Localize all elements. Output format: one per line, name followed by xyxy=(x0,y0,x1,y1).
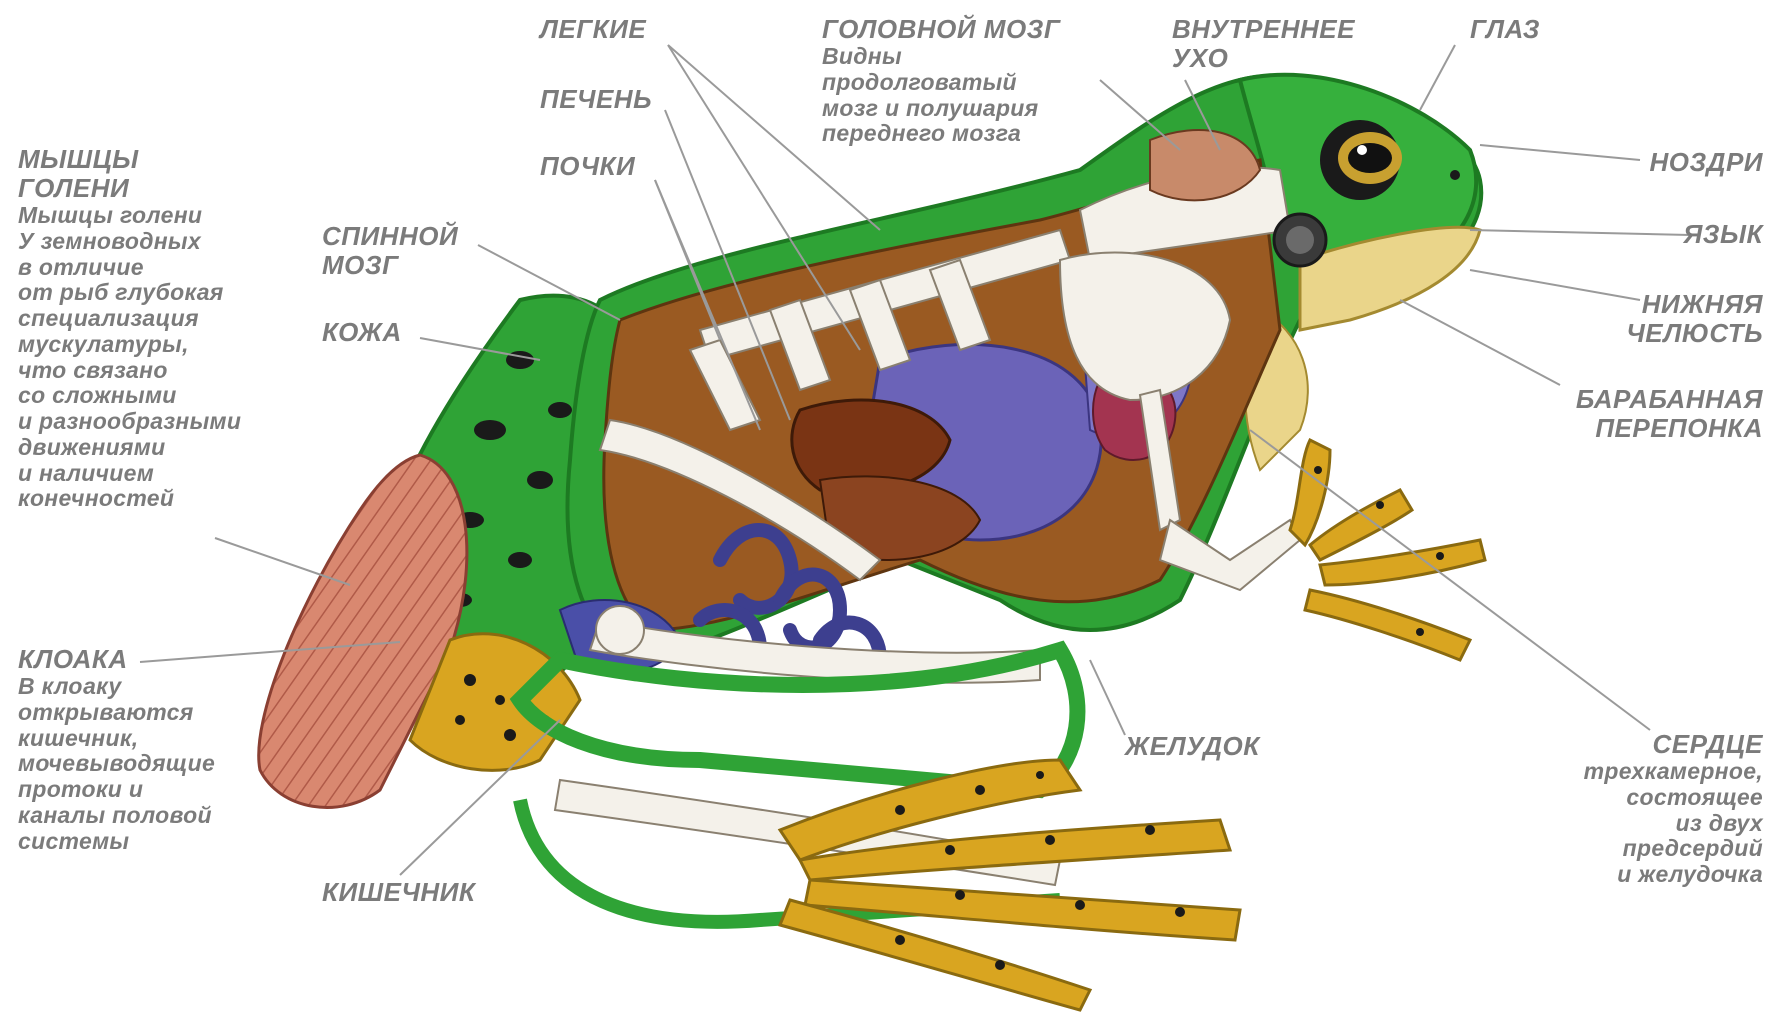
label-eardrum-title-2: ПЕРЕПОНКА xyxy=(1576,414,1763,443)
label-cloaca-title: КЛОАКА xyxy=(18,645,215,674)
label-inner-ear-title-2: УХО xyxy=(1172,44,1355,73)
label-cloaca-desc-7: системы xyxy=(18,829,215,855)
label-muscles-desc-12: конечностей xyxy=(18,486,241,512)
label-cloaca-desc-2: открываются xyxy=(18,700,215,726)
label-brain-desc-3: мозг и полушария xyxy=(822,96,1060,122)
label-lower-jaw: НИЖНЯЯ ЧЕЛЮСТЬ xyxy=(1626,290,1763,348)
label-muscles-desc-10: движениями xyxy=(18,435,241,461)
label-tongue: ЯЗЫК xyxy=(1683,220,1763,249)
label-liver: ПЕЧЕНЬ xyxy=(540,85,652,114)
label-cloaca-desc-4: мочевыводящие xyxy=(18,751,215,777)
label-skin-title: КОЖА xyxy=(322,318,402,347)
label-stomach-title: ЖЕЛУДОК xyxy=(1125,732,1260,761)
label-liver-title: ПЕЧЕНЬ xyxy=(540,85,652,114)
label-muscles-desc-11: и наличием xyxy=(18,461,241,487)
label-heart-desc-5: и желудочка xyxy=(1584,862,1763,888)
label-lower-jaw-title-1: НИЖНЯЯ xyxy=(1626,290,1763,319)
label-muscles-desc-5: специализация xyxy=(18,306,241,332)
label-cloaca-desc-5: протоки и xyxy=(18,777,215,803)
label-brain-title: ГОЛОВНОЙ МОЗГ xyxy=(822,15,1060,44)
label-muscles-desc-1: Мышцы голени xyxy=(18,203,241,229)
label-nostrils: НОЗДРИ xyxy=(1649,148,1763,177)
hind-foot xyxy=(780,760,1240,1010)
label-muscles-desc-8: со сложными xyxy=(18,383,241,409)
label-muscles-desc-3: в отличие xyxy=(18,255,241,281)
label-cloaca-desc-6: каналы половой xyxy=(18,803,215,829)
label-heart: СЕРДЦЕ трехкамерное, состоящее из двух п… xyxy=(1584,730,1763,888)
label-nostrils-title: НОЗДРИ xyxy=(1649,148,1763,177)
label-skin: КОЖА xyxy=(322,318,402,347)
label-lower-jaw-title-2: ЧЕЛЮСТЬ xyxy=(1626,319,1763,348)
label-heart-title: СЕРДЦЕ xyxy=(1584,730,1763,759)
label-eye-title: ГЛАЗ xyxy=(1470,15,1540,44)
label-spinal-cord: СПИННОЙ МОЗГ xyxy=(322,222,458,280)
label-heart-desc-2: состоящее xyxy=(1584,785,1763,811)
label-muscles-desc-9: и разнообразными xyxy=(18,409,241,435)
label-inner-ear-title-1: ВНУТРЕННЕЕ xyxy=(1172,15,1355,44)
label-spinal-cord-title-2: МОЗГ xyxy=(322,251,458,280)
label-cloaca-desc-1: В клоаку xyxy=(18,674,215,700)
label-heart-desc-4: предсердий xyxy=(1584,836,1763,862)
label-intestine: КИШЕЧНИК xyxy=(322,878,475,907)
label-kidneys-title: ПОЧКИ xyxy=(540,152,635,181)
label-eardrum: БАРАБАННАЯ ПЕРЕПОНКА xyxy=(1576,385,1763,443)
label-muscles-title-2: ГОЛЕНИ xyxy=(18,174,241,203)
label-eye: ГЛАЗ xyxy=(1470,15,1540,44)
label-lungs-title: ЛЕГКИЕ xyxy=(540,15,646,44)
label-brain: ГОЛОВНОЙ МОЗГ Видны продолговатый мозг и… xyxy=(822,15,1060,147)
label-inner-ear: ВНУТРЕННЕЕ УХО xyxy=(1172,15,1355,73)
label-brain-desc-4: переднего мозга xyxy=(822,121,1060,147)
label-heart-desc-1: трехкамерное, xyxy=(1584,759,1763,785)
label-muscles-title-1: МЫШЦЫ xyxy=(18,145,241,174)
label-brain-desc-2: продолговатый xyxy=(822,70,1060,96)
label-muscles-desc-6: мускулатуры, xyxy=(18,332,241,358)
label-brain-desc-1: Видны xyxy=(822,44,1060,70)
label-muscles-desc-4: от рыб глубокая xyxy=(18,280,241,306)
eardrum-inner xyxy=(1286,226,1314,254)
label-cloaca-desc-3: кишечник, xyxy=(18,726,215,752)
label-stomach: ЖЕЛУДОК xyxy=(1125,732,1260,761)
label-muscles-desc-2: У земноводных xyxy=(18,229,241,255)
hip-joint xyxy=(596,606,644,654)
label-cloaca: КЛОАКА В клоаку открываются кишечник, мо… xyxy=(18,645,215,854)
label-spinal-cord-title-1: СПИННОЙ xyxy=(322,222,458,251)
label-muscles-desc-7: что связано xyxy=(18,358,241,384)
label-eardrum-title-1: БАРАБАННАЯ xyxy=(1576,385,1763,414)
nostril xyxy=(1450,170,1460,180)
label-kidneys: ПОЧКИ xyxy=(540,152,635,181)
label-tongue-title: ЯЗЫК xyxy=(1683,220,1763,249)
label-intestine-title: КИШЕЧНИК xyxy=(322,878,475,907)
label-heart-desc-3: из двух xyxy=(1584,811,1763,837)
label-muscles: МЫШЦЫ ГОЛЕНИ Мышцы голени У земноводных … xyxy=(18,145,241,512)
label-lungs: ЛЕГКИЕ xyxy=(540,15,646,44)
